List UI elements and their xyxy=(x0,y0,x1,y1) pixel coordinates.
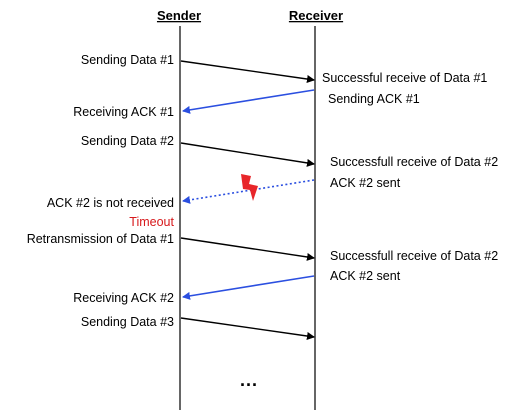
sender-label-recv-ack2: Receiving ACK #2 xyxy=(73,291,174,305)
receiver-label-recv2-again: Successfull receive of Data #2 xyxy=(330,249,498,263)
continuation-ellipsis: ... xyxy=(240,370,258,390)
receiver-label-recv2: Successfull receive of Data #2 xyxy=(330,155,498,169)
receiver-label-ack2-sent-again: ACK #2 sent xyxy=(330,269,401,283)
sender-label-send3: Sending Data #3 xyxy=(81,315,174,329)
sender-label-recv-ack1: Receiving ACK #1 xyxy=(73,105,174,119)
ack1-arrow xyxy=(182,89,315,114)
sender-label-ack2-not-received: ACK #2 is not received xyxy=(47,196,174,210)
receiver-label-ack2-sent: ACK #2 sent xyxy=(330,176,401,190)
lightning-icon xyxy=(241,174,258,201)
sender-label-send1: Sending Data #1 xyxy=(81,53,174,67)
receiver-label-recv1: Successful receive of Data #1 xyxy=(322,71,487,85)
sender-label-send2: Sending Data #2 xyxy=(81,134,174,148)
receiver-header: Receiver xyxy=(289,8,343,23)
data3-arrow xyxy=(180,317,315,340)
sender-label-retransmit: Retransmission of Data #1 xyxy=(27,232,174,246)
timeout-label: Timeout xyxy=(129,215,174,229)
ack2-arrow xyxy=(182,275,315,300)
retransmit-data1-arrow xyxy=(180,237,315,261)
receiver-label-send-ack1: Sending ACK #1 xyxy=(328,92,420,106)
data1-arrow xyxy=(180,60,315,83)
data2-arrow xyxy=(180,142,315,167)
sender-header: Sender xyxy=(157,8,201,23)
